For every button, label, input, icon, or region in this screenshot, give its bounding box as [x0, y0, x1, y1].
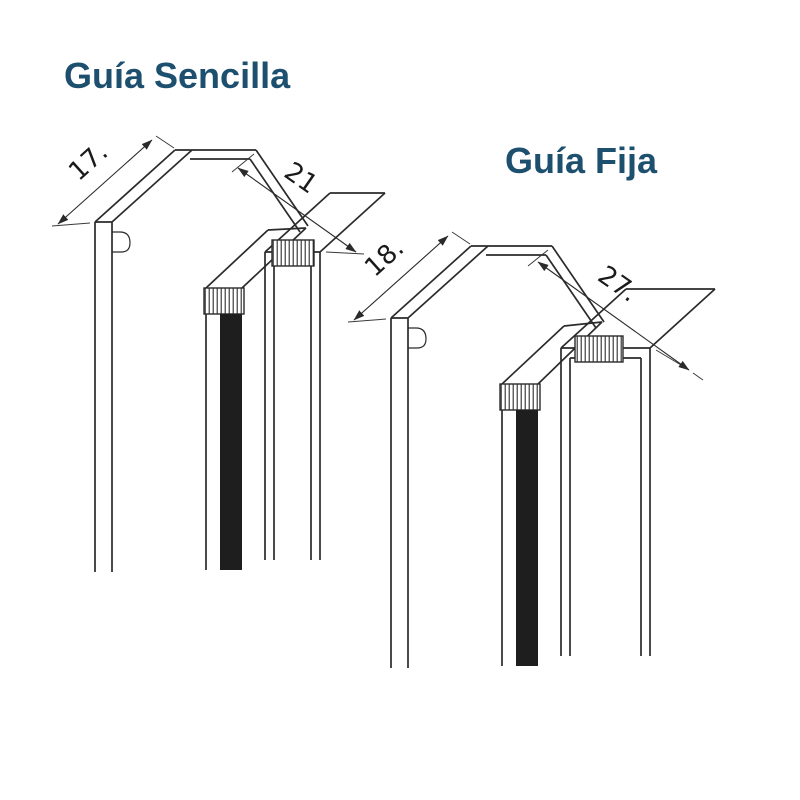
channel-hook-detail	[408, 327, 427, 349]
guia-sencilla-profile-drawing	[94, 149, 386, 572]
channel-bridge-lines	[190, 149, 309, 233]
guia-fija-profile-drawing	[390, 245, 716, 668]
bar-clip-block	[271, 239, 315, 267]
dimension-label-depth: 18.	[359, 233, 410, 283]
dark-channel-strip	[220, 314, 242, 570]
gasket-block	[499, 383, 541, 411]
guia-sencilla-title: Guía Sencilla	[64, 55, 291, 96]
guia-fija-title: Guía Fija	[505, 140, 658, 181]
bar-clip-block	[574, 335, 624, 363]
guia-fija-diagram: Guía Fija 18.	[347, 140, 716, 668]
dimension-line	[353, 235, 449, 321]
channel-blade-outline	[94, 149, 193, 572]
dimension-depth-17: 17.	[51, 135, 175, 227]
gasket-block	[203, 287, 245, 315]
channel-hook-detail	[112, 231, 131, 253]
dimension-line	[537, 261, 690, 371]
dimension-label-depth: 17.	[63, 137, 114, 187]
dimension-depth-18: 18.	[347, 231, 471, 323]
dimension-line	[57, 139, 153, 225]
guia-sencilla-diagram: Guía Sencilla 17.	[51, 55, 386, 572]
dark-channel-strip	[516, 410, 538, 666]
dimension-line	[237, 167, 357, 253]
channel-blade-outline	[390, 245, 489, 668]
channel-bridge-lines	[486, 245, 605, 329]
dimension-width-21: 21	[231, 153, 365, 255]
dimension-label-width: 27.	[592, 260, 643, 308]
